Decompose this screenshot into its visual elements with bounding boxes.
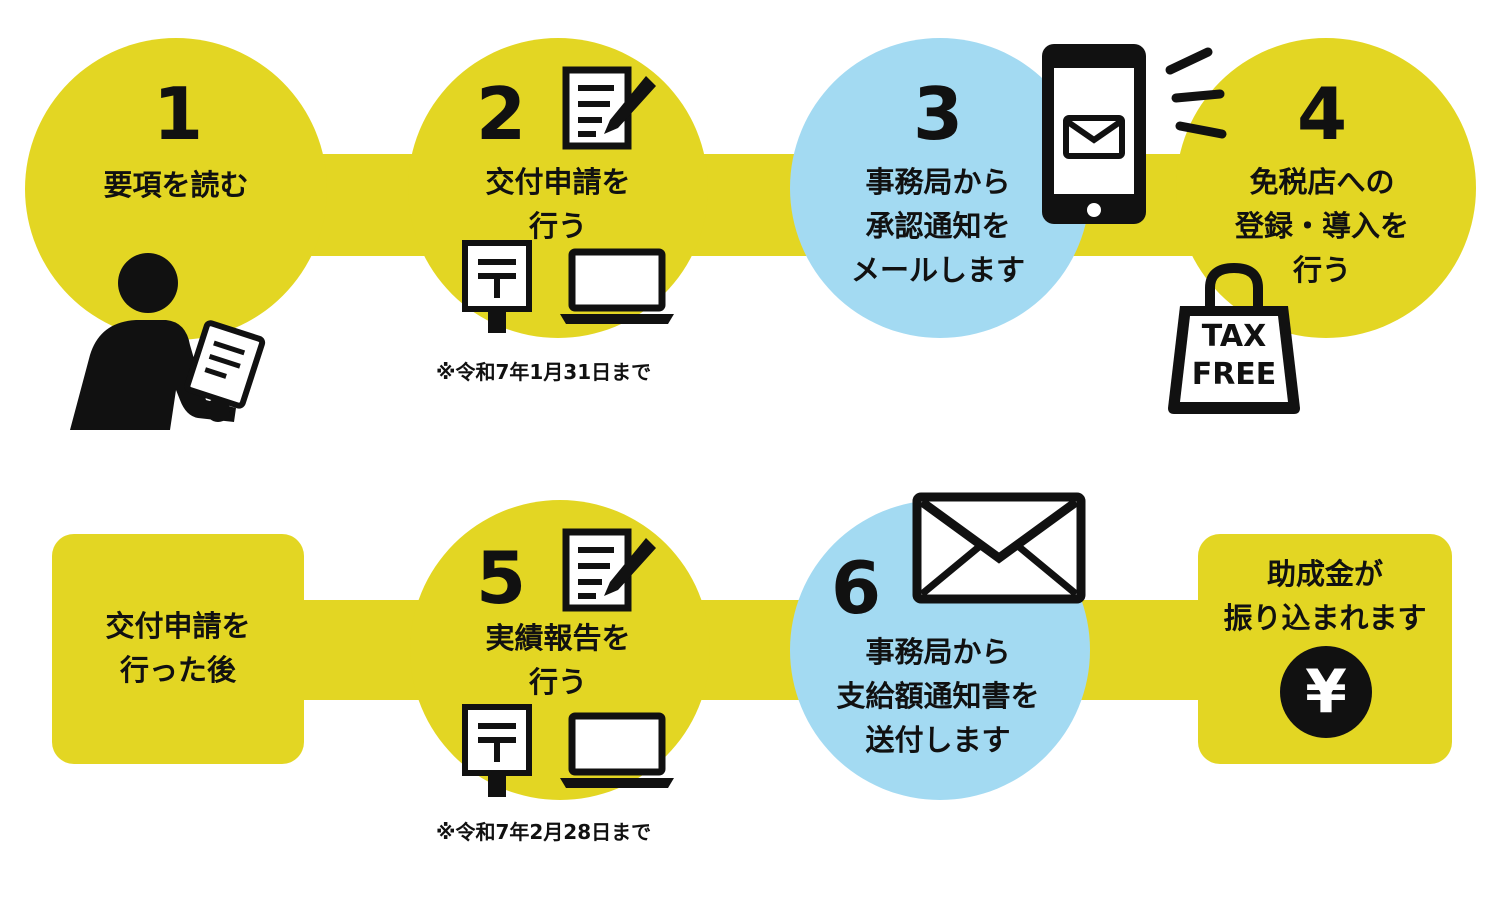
envelope-icon [912, 492, 1086, 604]
step3-label-line1: 事務局から [865, 165, 1011, 199]
laptop-icon-2 [560, 712, 674, 788]
smartphone-mail-icon [1042, 44, 1227, 224]
step5-number: 5 [475, 536, 527, 620]
mail-post-icon [462, 240, 532, 333]
step4-label-line1: 免税店への [1249, 165, 1395, 199]
step6-label-line1: 事務局から [865, 635, 1011, 669]
step5-deadline-note: ※令和7年2月28日まで [436, 820, 652, 844]
step3-label-line3: メールします [850, 253, 1025, 287]
flow-band-row1 [160, 154, 1360, 256]
tax-free-line2: FREE [1191, 357, 1277, 392]
step2-label-line2: 行う [528, 209, 587, 243]
step2-deadline-note: ※令和7年1月31日まで [436, 360, 652, 384]
yen-coin-icon [1280, 646, 1372, 738]
laptop-icon [560, 248, 674, 324]
step4-label-line2: 登録・導入を [1234, 209, 1409, 243]
tax-free-text: TAX FREE [1178, 318, 1290, 394]
yen-symbol: ¥ [1305, 657, 1347, 727]
document-pen-icon-2 [562, 528, 656, 612]
step1-number: 1 [152, 72, 204, 156]
step1-label: 要項を読む [103, 168, 249, 202]
step3-number: 3 [912, 72, 964, 156]
mail-post-icon-2 [462, 704, 532, 797]
tax-free-line1: TAX [1201, 319, 1267, 354]
start-label-line2: 行った後 [119, 653, 236, 687]
step4-label-line3: 行う [1292, 253, 1351, 287]
step4-number: 4 [1296, 72, 1348, 156]
step2-label-line1: 交付申請を [485, 165, 631, 199]
step4-circle [1176, 38, 1476, 338]
end-label-line1: 助成金が [1266, 557, 1383, 591]
step5-label-line1: 実績報告を [485, 621, 631, 655]
document-pen-icon [562, 66, 656, 150]
end-label-line2: 振り込まれます [1223, 601, 1427, 635]
step2-number: 2 [475, 72, 527, 156]
person-reading-icon [70, 253, 266, 430]
flow-band-row2 [250, 600, 1250, 700]
step3-label-line2: 承認通知を [865, 209, 1011, 243]
start-label-line1: 交付申請を [105, 609, 251, 643]
step6-number: 6 [830, 546, 882, 630]
step6-label-line2: 支給額通知書を [836, 679, 1040, 713]
step6-label-line3: 送付します [865, 723, 1011, 757]
step5-label-line2: 行う [528, 665, 587, 699]
shopping-bag-icon [1168, 262, 1300, 414]
step3-circle [790, 38, 1090, 338]
start-box [52, 534, 304, 764]
